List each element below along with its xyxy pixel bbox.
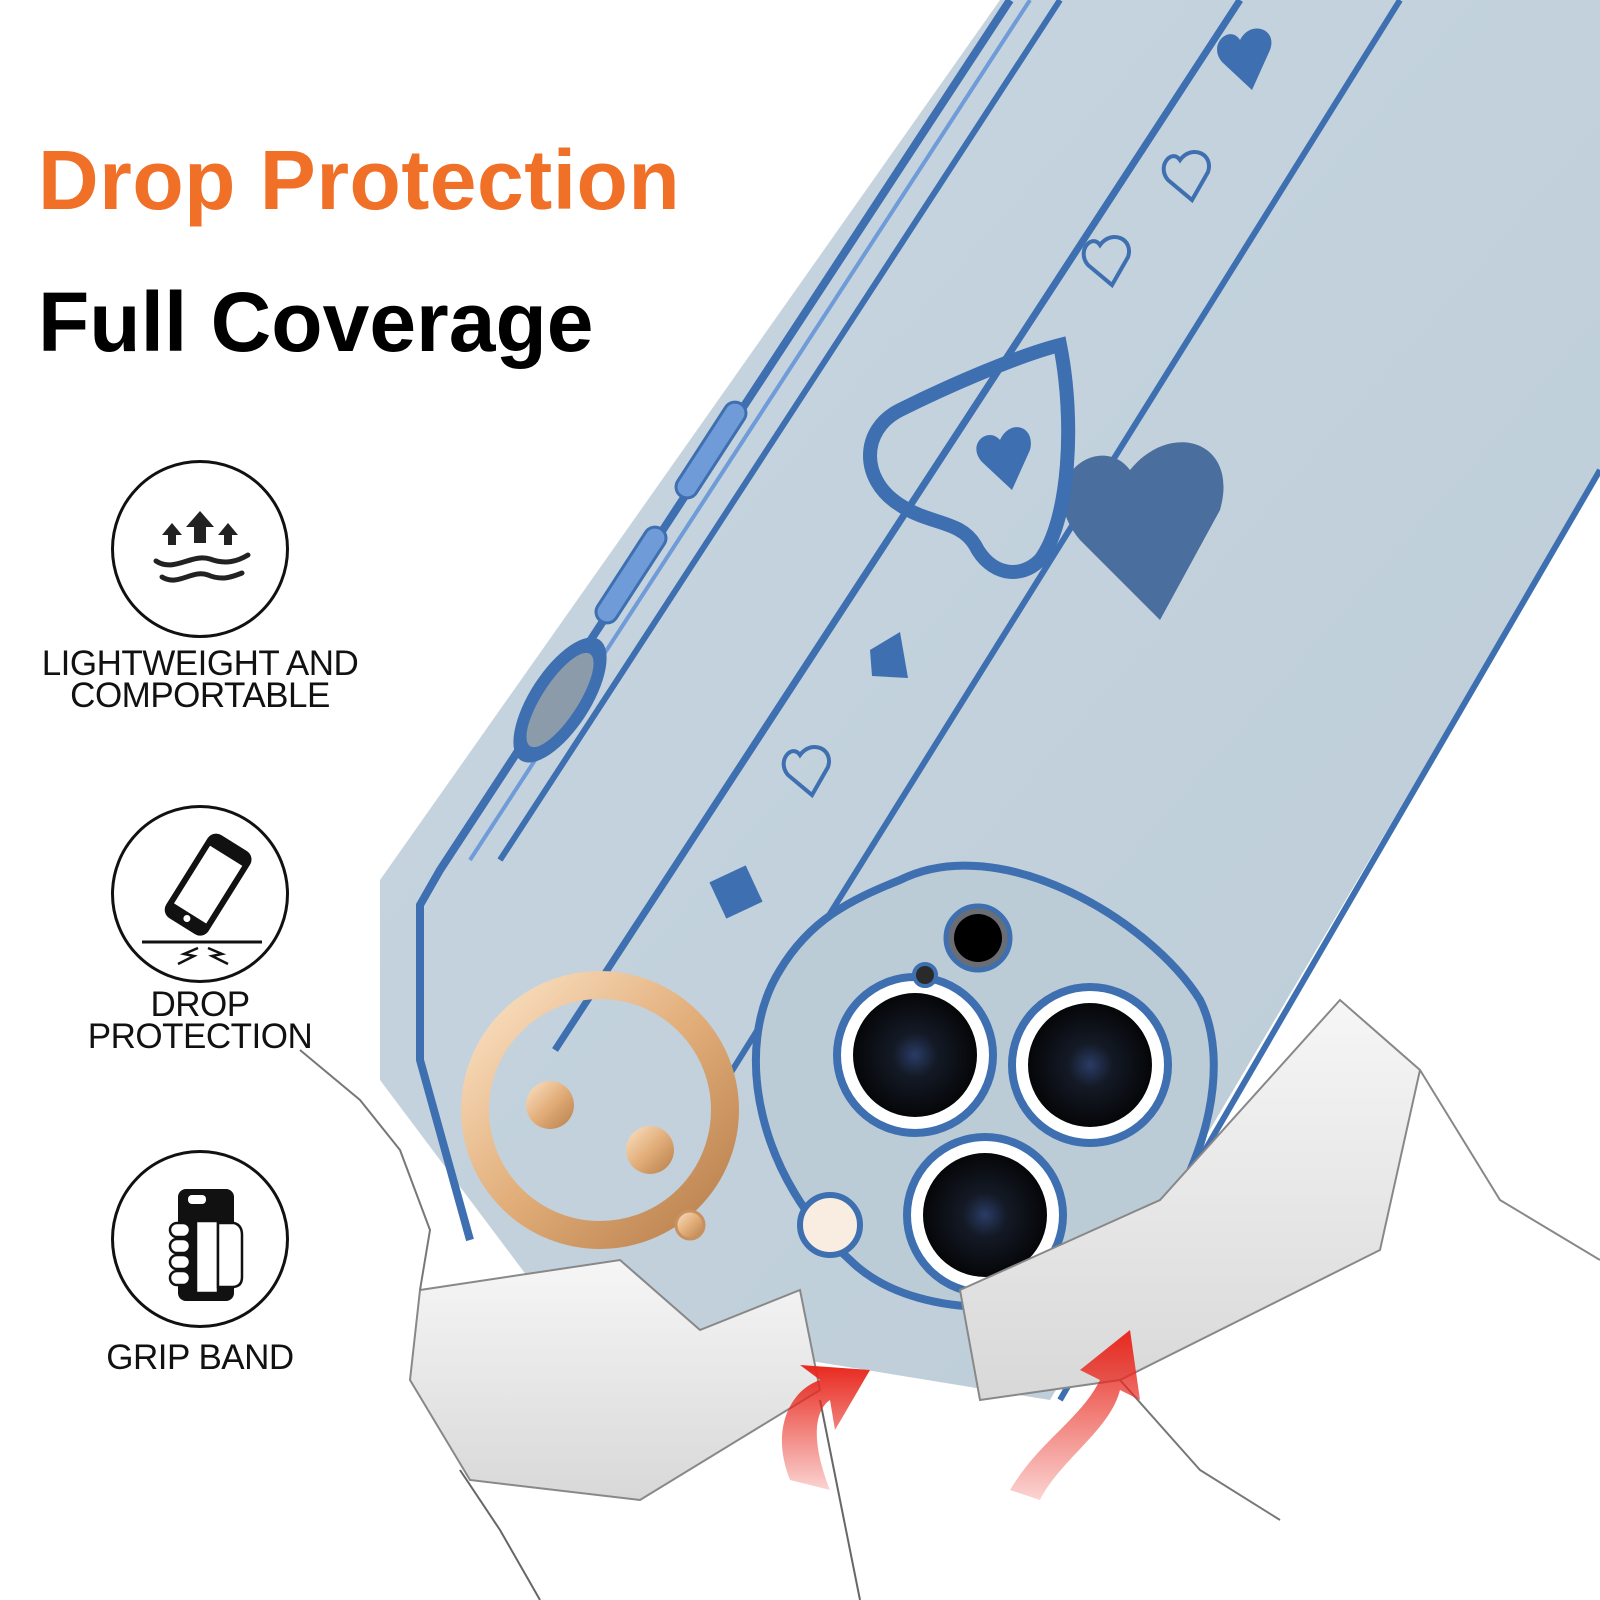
phone-case-body — [380, 0, 1600, 1402]
heart-pattern — [709, 28, 1272, 919]
camera-module — [751, 861, 1218, 1311]
phone-drop-icon — [111, 805, 289, 983]
headline-title: Drop Protection — [38, 133, 681, 227]
gold-ring-strap-clip — [461, 971, 739, 1249]
raised-heart-ornament — [863, 336, 1076, 579]
feature-label: DROP PROTECTION — [87, 985, 313, 1056]
lightweight-waves-arrows-icon — [111, 460, 289, 638]
impact-arrows — [781, 1330, 1140, 1500]
feature-grip-band: GRIP BAND — [10, 1150, 390, 1377]
hand-grip-phone-icon — [111, 1150, 289, 1328]
feature-label: LIGHTWEIGHT AND COMPORTABLE — [41, 644, 359, 715]
cracked-ground — [299, 998, 1600, 1600]
feature-lightweight: LIGHTWEIGHT AND COMPORTABLE — [10, 460, 390, 715]
feature-label: GRIP BAND — [106, 1338, 294, 1377]
headline-subtitle: Full Coverage — [38, 275, 594, 369]
feature-drop-protection: DROP PROTECTION — [10, 805, 390, 1056]
